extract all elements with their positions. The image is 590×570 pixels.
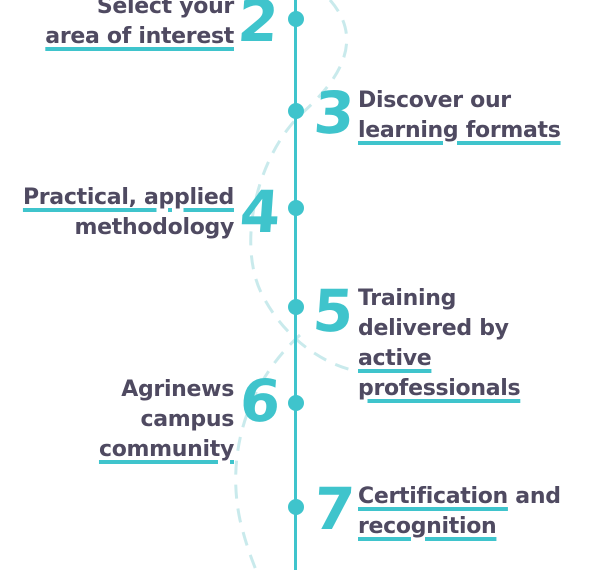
step-number-4: 4 <box>237 178 283 246</box>
timeline-dot-step-3 <box>287 103 304 119</box>
timeline-dot-step-6 <box>287 395 304 411</box>
step-number-2: 2 <box>235 0 281 55</box>
step-2-line-2: area of interest <box>45 24 234 49</box>
step-2-text: Select your area of interest <box>45 0 234 52</box>
step-3-line-1: Discover our <box>358 88 511 113</box>
timeline-dot-step-5 <box>287 299 304 315</box>
step-number-7: 7 <box>311 475 357 543</box>
step-3-text: Discover our learning formats <box>358 86 561 146</box>
step-number-5: 5 <box>310 277 356 345</box>
step-7-text: Certification and recognition <box>358 482 561 542</box>
step-7-certification-word: Certification <box>358 484 508 509</box>
timeline-dot-step-2 <box>287 11 304 27</box>
step-5-line-4: professionals <box>358 376 521 401</box>
step-6-text: Agrinews campus community <box>99 375 234 465</box>
step-5-line-3: active <box>358 346 432 371</box>
timeline-dot-step-7 <box>287 499 304 515</box>
step-4-text: Practical, applied methodology <box>23 183 234 243</box>
step-6-line-2: campus <box>140 407 234 432</box>
timeline-dot-step-4 <box>287 200 304 216</box>
step-5-text: Training delivered by active professiona… <box>358 284 521 404</box>
step-7-line-1: Certification and <box>358 482 561 512</box>
step-7-line-2: recognition <box>358 514 497 539</box>
step-number-6: 6 <box>237 367 283 435</box>
step-number-3: 3 <box>311 79 357 147</box>
step-4-line-2: methodology <box>74 215 235 240</box>
timeline-line <box>294 0 297 570</box>
step-3-line-2: learning formats <box>358 118 561 143</box>
step-5-line-1: Training <box>358 286 457 311</box>
step-6-line-3: community <box>98 437 234 462</box>
step-5-line-2: delivered by <box>358 316 509 341</box>
step-6-line-1: Agrinews <box>121 377 234 402</box>
step-4-line-1: Practical, applied <box>22 185 234 210</box>
step-2-line-1: Select your <box>96 0 234 19</box>
step-7-and-word: and <box>507 484 561 509</box>
